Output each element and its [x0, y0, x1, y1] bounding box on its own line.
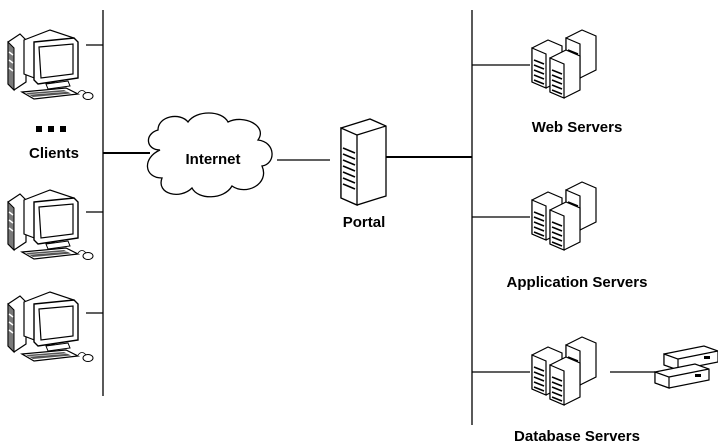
portal-server-icon	[340, 118, 387, 206]
client-computer-2-icon	[7, 189, 94, 261]
client-computer-1-icon	[7, 29, 94, 101]
storage-disk-2-icon	[654, 363, 710, 389]
internet-cloud-icon	[146, 112, 273, 198]
network-links	[86, 10, 655, 425]
application-server-cluster-icon	[532, 182, 596, 250]
portal-label: Portal	[342, 214, 386, 231]
ellipsis-dots-icon	[36, 126, 66, 132]
application-servers-label: Application Servers	[506, 274, 648, 291]
database-server-cluster-icon	[532, 337, 596, 405]
database-servers-label: Database Servers	[514, 428, 640, 445]
client-computer-3-icon	[7, 291, 94, 363]
internet-label: Internet	[185, 151, 241, 168]
clients-label: Clients	[28, 145, 80, 162]
web-servers-label: Web Servers	[531, 119, 623, 136]
web-server-cluster-icon	[532, 30, 596, 98]
